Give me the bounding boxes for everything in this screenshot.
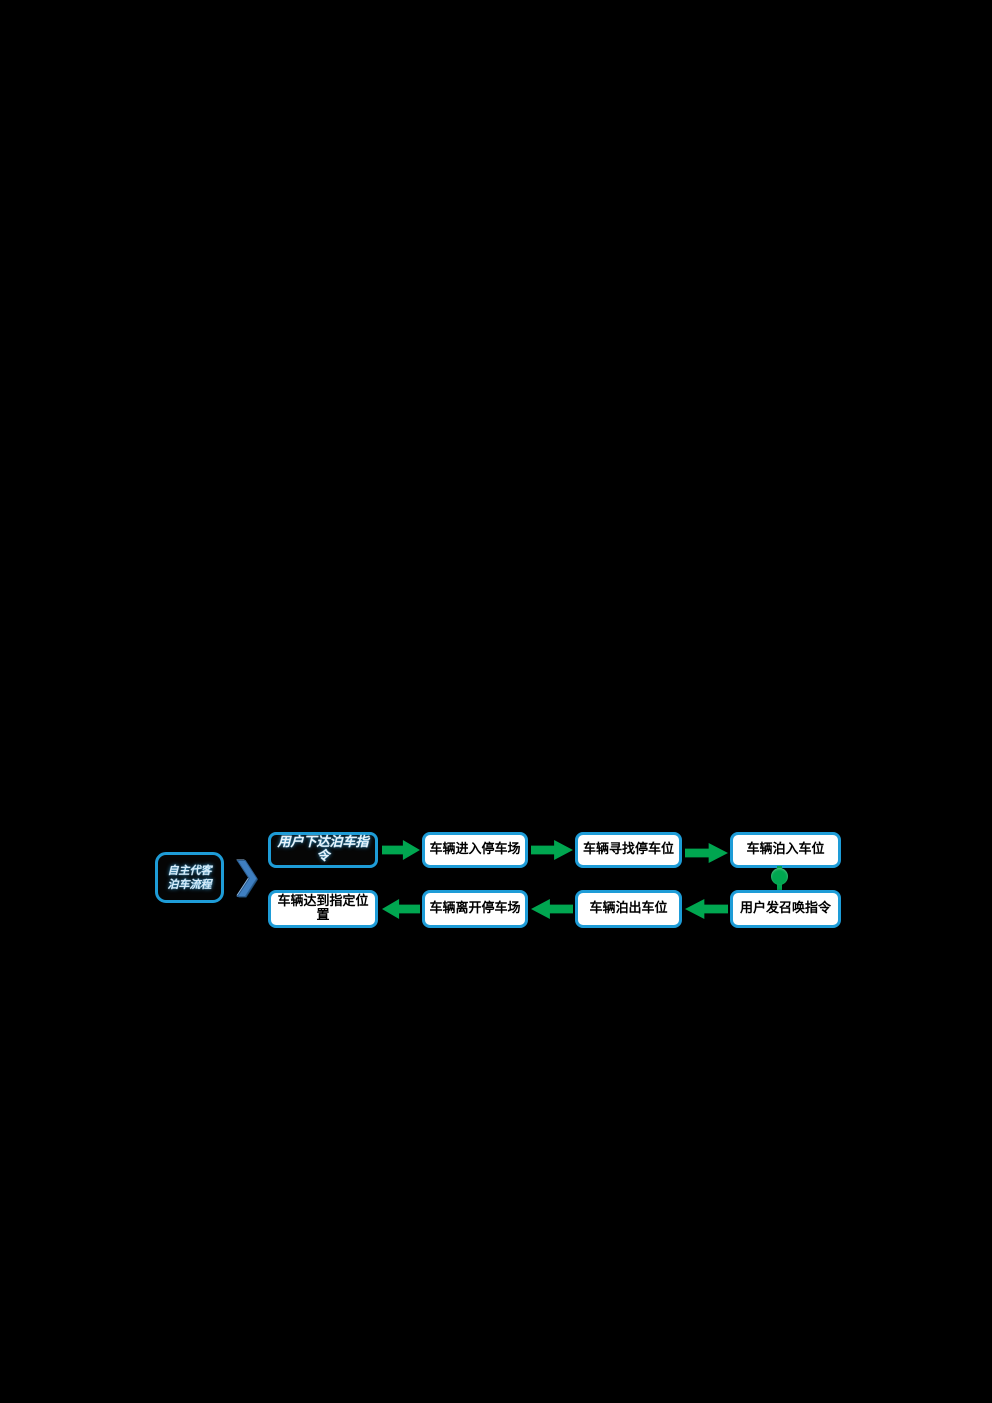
flow-title-line2: 泊车流程: [167, 877, 212, 891]
flow-title-line1: 自主代客: [167, 863, 212, 877]
chevron-right-icon: ❯: [231, 855, 263, 897]
flow-step-park-into-space: 车辆泊入车位: [730, 832, 841, 868]
flow-arrow-right-icon: [685, 843, 728, 863]
flow-title-box: 自主代客 泊车流程: [155, 852, 224, 903]
flow-arrow-left-icon: [685, 899, 728, 919]
flow-arrow-right-icon: [531, 840, 573, 860]
flow-arrow-left-icon: [531, 899, 573, 919]
flow-step-exit-parking-space: 车辆泊出车位: [575, 890, 682, 928]
flow-step-user-park-command: 用户下达泊车指令: [268, 832, 378, 868]
flow-arrow-left-icon: [382, 899, 420, 919]
flow-arrow-right-icon: [382, 840, 420, 860]
flow-step-arrive-designated-position: 车辆达到指定位置: [268, 890, 378, 928]
connector-dot-icon: [771, 868, 788, 885]
flow-step-user-summon-command: 用户发召唤指令: [730, 890, 841, 928]
flow-step-enter-parking-lot: 车辆进入停车场: [422, 832, 528, 868]
flow-step-find-parking-space: 车辆寻找停车位: [575, 832, 682, 868]
flow-step-leave-parking-lot: 车辆离开停车场: [422, 890, 528, 928]
